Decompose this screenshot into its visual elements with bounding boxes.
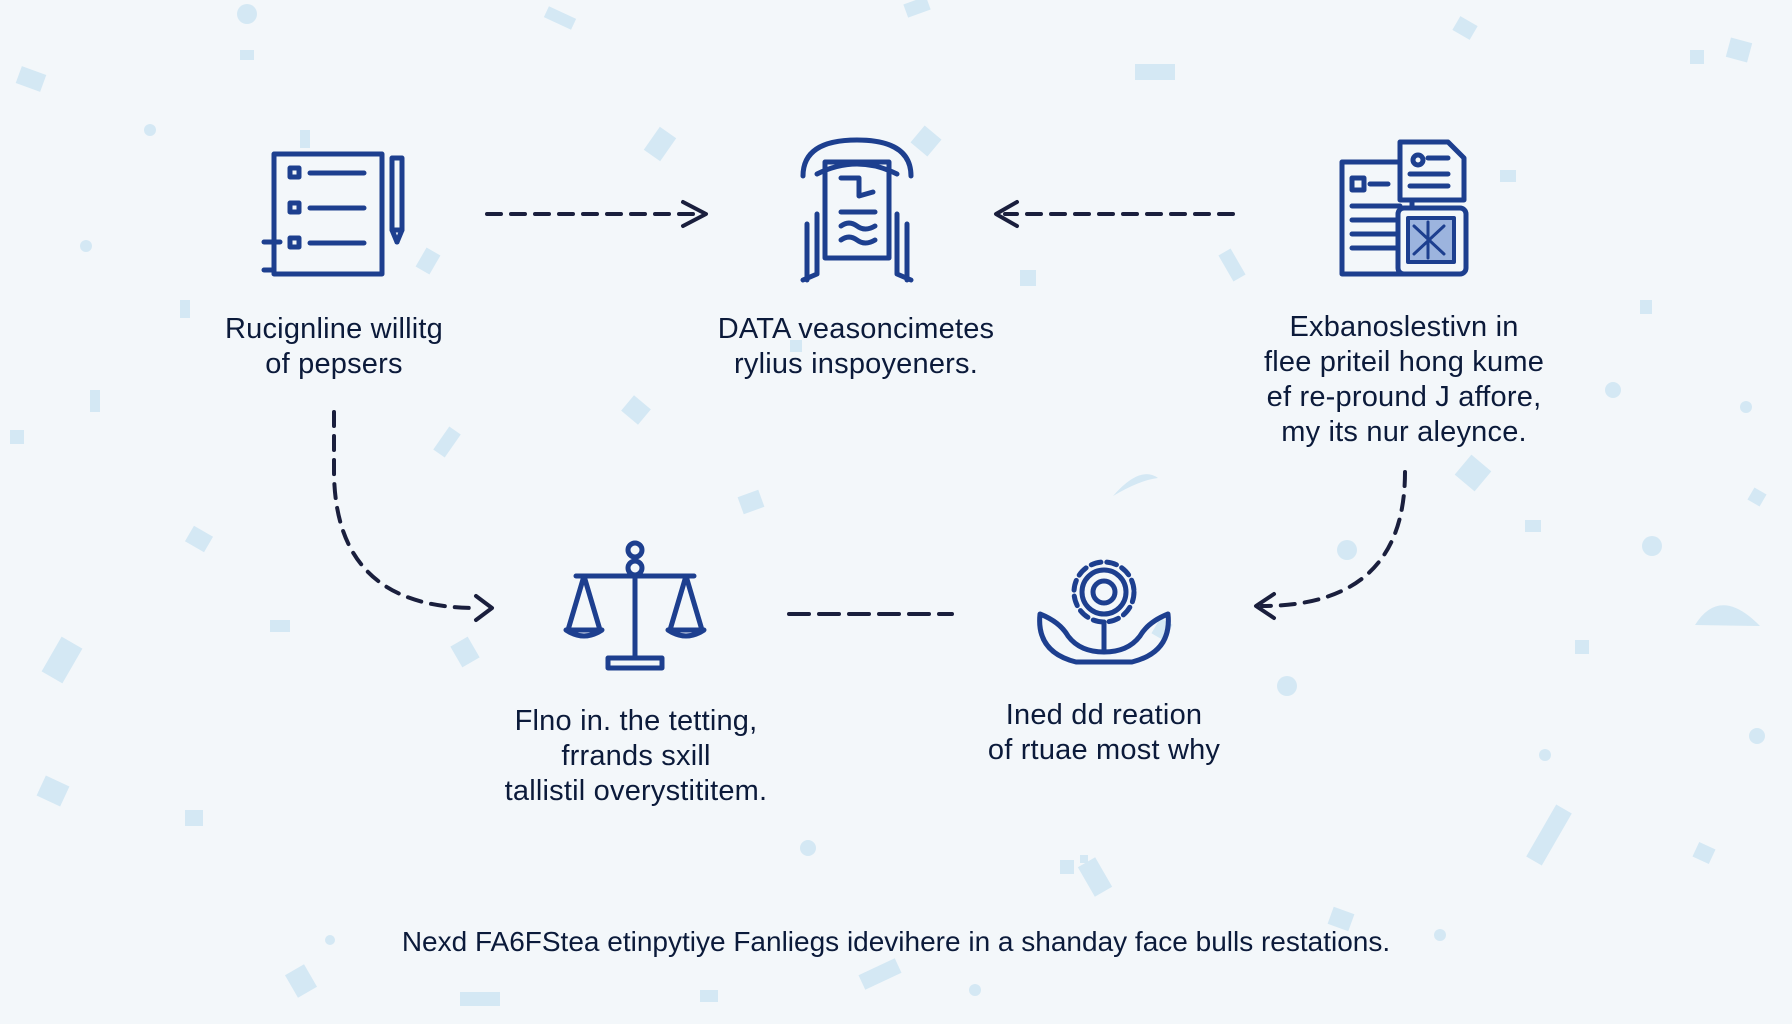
- caption: Nexd FA6FStea etinpytiye Fanliegs idevih…: [401, 926, 1391, 957]
- arrow-records-to-scales: [332, 410, 494, 622]
- arrow-exbanos-to-reation: [1254, 470, 1407, 620]
- balance-scale-icon: [562, 540, 708, 676]
- node-label-exbanos: Exbanoslestivn in flee priteil hong kume…: [1263, 311, 1545, 448]
- node-label-data: DATA veasoncimetes rylius inspoyeners.: [717, 313, 995, 380]
- arrow-records-to-data: [485, 200, 708, 228]
- node-label-scales: Flno in. the tetting, frrands sxill tall…: [504, 705, 768, 807]
- arrow-exbanos-to-data: [994, 200, 1235, 228]
- gear-hands-icon: [1036, 548, 1172, 672]
- node-label-reation: Ined dd reation of rtuae most why: [987, 699, 1221, 766]
- node-label-records: Rucignline willitg of pepsers: [225, 313, 443, 380]
- document-list-icon: [258, 148, 408, 283]
- id-documents-icon: [1336, 136, 1472, 281]
- scroll-document-icon: [797, 134, 919, 284]
